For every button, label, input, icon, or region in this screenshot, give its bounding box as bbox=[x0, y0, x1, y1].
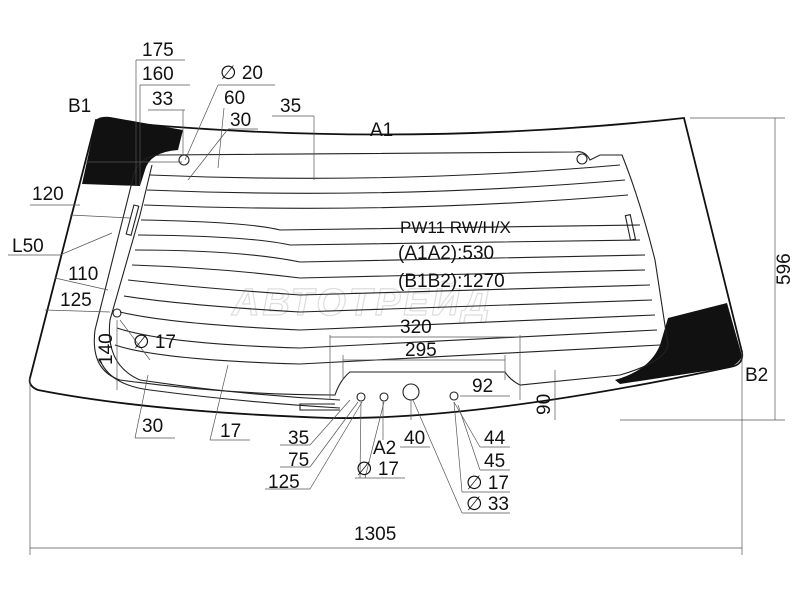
hinge-left bbox=[125, 204, 140, 236]
dim-30-top: 30 bbox=[230, 110, 251, 131]
dim-596: 596 bbox=[774, 253, 795, 285]
dim-dia33: ∅ 33 bbox=[466, 494, 509, 515]
heater-lines bbox=[114, 164, 661, 365]
dim-125-left: 125 bbox=[60, 290, 92, 311]
dim-175: 175 bbox=[142, 40, 174, 61]
point-a1: A1 bbox=[370, 120, 393, 141]
clip-left bbox=[178, 154, 190, 166]
dim-125-bottom: 125 bbox=[268, 472, 300, 493]
point-b2: B2 bbox=[745, 365, 768, 386]
a1a2-height: (A1A2):530 bbox=[398, 243, 494, 264]
dim-92: 92 bbox=[472, 376, 493, 397]
hinge-right bbox=[624, 214, 637, 241]
dim-60: 60 bbox=[224, 88, 245, 109]
dim-dia17-a2: ∅ 17 bbox=[356, 459, 399, 480]
point-a2: A2 bbox=[373, 438, 396, 459]
watermark: АВТОТРЕЙД bbox=[231, 279, 492, 324]
dim-dia17-left: ∅ 17 bbox=[133, 332, 176, 353]
dim-dia17-right: ∅ 17 bbox=[466, 473, 509, 494]
heater-frame bbox=[93, 151, 669, 396]
black-band-right bbox=[615, 303, 742, 384]
dim-320: 320 bbox=[400, 317, 432, 338]
hole-left bbox=[112, 308, 122, 318]
dim-140: 140 bbox=[96, 333, 117, 365]
part-code: PW11 RW/H/X bbox=[400, 218, 511, 237]
dim-90: 90 bbox=[534, 394, 555, 415]
dim-35-top: 35 bbox=[280, 96, 301, 117]
dim-dia20: ∅ 20 bbox=[220, 63, 263, 84]
dim-35-bottom: 35 bbox=[288, 428, 309, 449]
b1b2-width: (B1B2):1270 bbox=[398, 271, 505, 292]
dim-44: 44 bbox=[484, 428, 506, 449]
hole-a2-1 bbox=[356, 392, 366, 402]
bottom-moulding bbox=[99, 359, 341, 411]
hole-right bbox=[449, 391, 459, 401]
glass-outline bbox=[28, 117, 744, 419]
dim-45: 45 bbox=[484, 451, 505, 472]
dimension-lines bbox=[8, 59, 785, 555]
dim-l50: L50 bbox=[12, 236, 44, 257]
dim-33: 33 bbox=[152, 89, 173, 110]
heater-frame-inner bbox=[108, 164, 341, 401]
dim-17-bottom: 17 bbox=[220, 421, 241, 442]
dim-120: 120 bbox=[32, 184, 64, 205]
black-band-left bbox=[82, 116, 183, 186]
dim-40: 40 bbox=[404, 428, 425, 449]
dim-30-bottom: 30 bbox=[142, 416, 163, 437]
dim-110: 110 bbox=[68, 264, 98, 285]
point-b1: B1 bbox=[68, 96, 91, 117]
dim-75: 75 bbox=[288, 450, 309, 471]
hole-center-33 bbox=[402, 383, 420, 401]
clip-right bbox=[576, 153, 588, 165]
dim-295: 295 bbox=[405, 340, 437, 361]
dim-1305: 1305 bbox=[354, 524, 396, 545]
dim-160: 160 bbox=[142, 64, 174, 85]
hole-a2-2 bbox=[379, 392, 389, 402]
